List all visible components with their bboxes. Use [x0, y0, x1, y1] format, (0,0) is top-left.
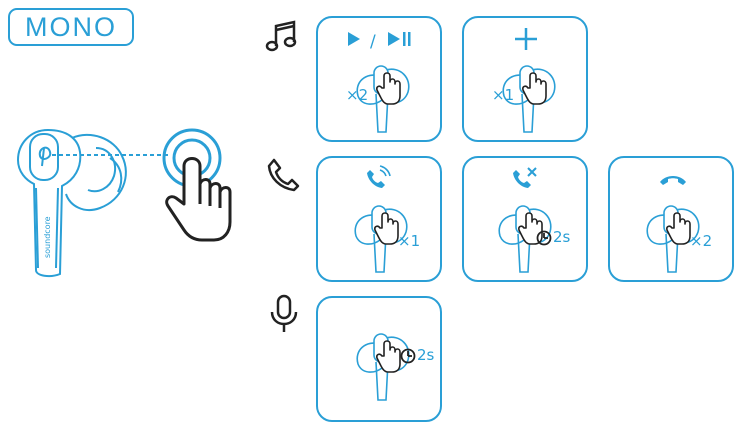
gesture-label: ×2 — [690, 232, 712, 250]
phone-icon — [266, 156, 302, 192]
mono-mode-badge: MONO — [8, 8, 134, 46]
card-answer-call: ×1 — [316, 156, 442, 282]
card-play-pause: / ×2 — [316, 16, 442, 142]
music-note-icon — [264, 18, 300, 54]
end-call-icon — [660, 176, 686, 185]
earbud-illustration: soundcore — [10, 108, 170, 278]
gesture-label: 2s — [553, 228, 570, 246]
microphone-icon — [266, 294, 302, 334]
tap-gesture-icon — [158, 126, 238, 246]
tap-connector-line — [52, 152, 172, 158]
play-pause-slash: / — [370, 32, 376, 52]
plus-icon — [515, 28, 537, 50]
play-pause-icon: / — [348, 32, 411, 52]
gesture-label: ×1 — [398, 232, 420, 250]
earbud-brand-text: soundcore — [43, 216, 52, 258]
mono-label: MONO — [25, 12, 117, 43]
card-end-call: ×2 — [608, 156, 734, 282]
gesture-label: ×2 — [346, 86, 368, 104]
reject-call-icon — [513, 168, 536, 188]
card-mute-mic: 2s — [316, 296, 442, 422]
gesture-label: ×1 — [492, 86, 514, 104]
card-volume-up: ×1 — [462, 16, 588, 142]
gesture-label: 2s — [417, 346, 434, 364]
soundcore-logo-icon — [40, 148, 51, 166]
answer-call-icon — [367, 166, 390, 188]
card-reject-call: 2s — [462, 156, 588, 282]
